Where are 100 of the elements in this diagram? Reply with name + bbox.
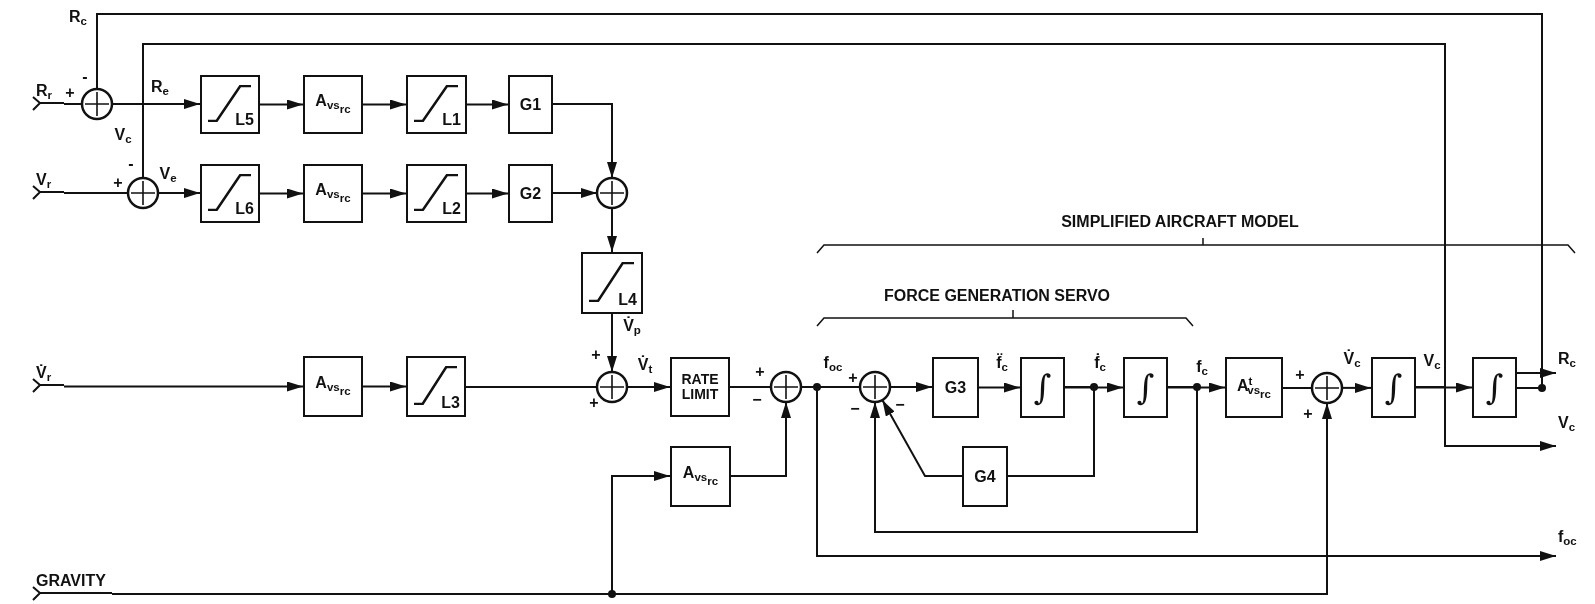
arrow [1064,382,1124,393]
block-label: L6 [235,200,254,218]
block-label: RATE LIMIT [680,371,720,403]
signal-line [465,386,598,388]
arrow [552,103,617,179]
signal-label: + [848,370,858,386]
signal-label: ḟ$_{c}$ [1094,354,1106,374]
signal-label: f̈$_{c}$ [996,354,1008,374]
arrow [978,382,1021,393]
signal-label: − [895,397,905,413]
signal-label: - [128,156,134,172]
signal-line [96,13,1543,389]
arrow [607,207,617,253]
signal-label: f$_{c}$ [1196,358,1208,378]
signal-line [63,192,129,194]
summing-junction [126,176,160,210]
block-label: L2 [442,200,461,218]
signal-label: − [752,392,762,408]
summing-junction [769,370,803,404]
signal-label: f$_{oc}$ [823,354,843,374]
integrator-block [1020,357,1065,418]
signal-label: V$_{c}$ [1558,414,1576,434]
arrow [466,99,509,110]
signal-label: R$_{e}$ [151,78,169,98]
signal-label: GRAVITY [36,572,106,590]
arrow [607,313,617,373]
arrow [111,471,671,595]
signal-label: R$_{r}$ [36,82,53,102]
integral-sign: ∫ [1033,368,1052,407]
gain-block [303,164,363,223]
signal-label: + [1295,367,1305,383]
summing-junction [1310,371,1344,405]
summing-junction [858,370,892,404]
arrow [889,382,933,393]
signal-line [1007,386,1095,477]
signal-label: V̇$_{r}$ [36,364,52,384]
arrow [1415,386,1557,451]
block-label: L4 [618,291,637,309]
integrator-block [1472,357,1517,418]
arrow [157,188,201,199]
signal-label: V$_{r}$ [36,171,52,191]
arrow [362,381,407,392]
signal-label: - [82,69,88,85]
gain-block [508,164,553,223]
arrow [111,99,201,110]
arrow [1341,382,1372,393]
signal-label: + [755,364,765,380]
signal-label: V$_{c}$ [1423,352,1441,372]
arrow [259,188,304,199]
block-label: L1 [442,111,461,129]
gain-block [303,356,363,417]
block-label: L5 [235,111,254,129]
gain-block [508,75,553,134]
arrow [881,399,963,477]
arrow [259,99,304,110]
gain-block [670,446,731,507]
integrator-block [1371,357,1416,418]
signal-label: − [850,401,860,417]
limiter-block [581,252,643,314]
block-label: G4 [974,467,996,486]
signal-label: FORCE GENERATION SERVO [883,288,1111,304]
signal-line [142,43,1446,388]
gain-block [1225,357,1283,418]
limiter-block [406,75,467,134]
gain-block [962,446,1008,507]
signal-line [729,386,772,388]
signal-line [63,103,83,105]
block-label: G3 [944,378,967,397]
signal-label: R$_{c}$ [1558,350,1576,370]
integral-sign: ∫ [1384,368,1403,407]
arrow [1415,382,1473,393]
arrow [63,381,304,392]
limiter-block [200,75,260,134]
signal-label: + [113,175,123,191]
arrow [626,382,671,392]
limiter-block [200,164,260,223]
arrow [1516,368,1557,378]
signal-label: V̇$_{p}$ [623,317,641,337]
summing-junction [80,87,114,121]
signal-label: SIMPLIFIED AIRCRAFT MODEL [1061,214,1299,230]
block-label: G2 [519,184,542,203]
limiter-block [406,164,467,223]
signal-label: V$_{c}$ [114,126,132,146]
integrator-block [1123,357,1168,418]
signal-line [1282,387,1313,389]
signal-label: V̇$_{t}$ [637,356,653,376]
gain-block [670,357,730,417]
signal-label: + [1303,406,1313,422]
signal-label: + [65,85,75,101]
signal-label: + [591,347,601,363]
arrow [362,188,407,199]
block-label: G1 [519,95,542,114]
limiter-block [406,356,466,417]
arrow [730,401,791,477]
block-label: L3 [441,394,460,412]
arrow [1167,382,1226,393]
arrow [552,188,598,198]
summing-junction [595,176,629,210]
integral-sign: ∫ [1136,368,1155,407]
arrow [362,99,407,110]
